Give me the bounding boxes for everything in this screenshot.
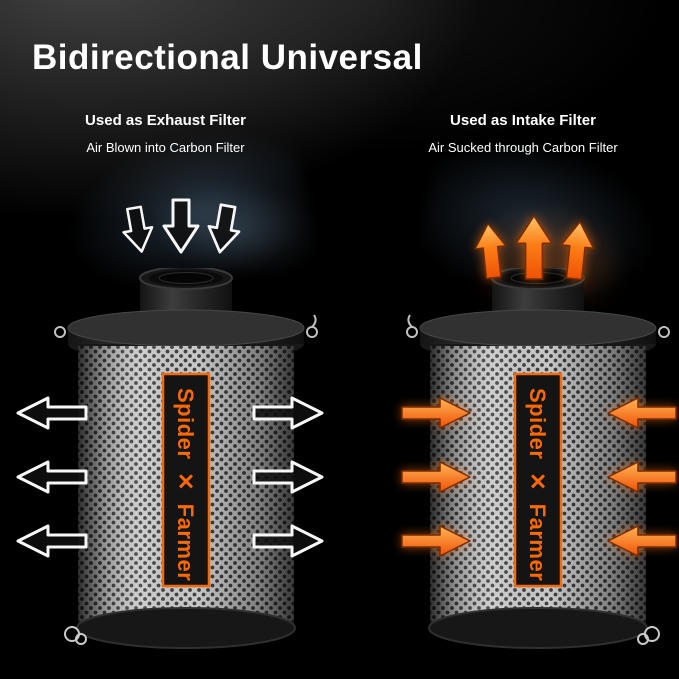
exhaust-out-arrows-left [16,396,88,558]
svg-text:Spider ✕ Farme: Spider ✕ Farmer [525,388,550,581]
intake-column-header: Used as Intake Filter Air Sucked through… [392,112,654,155]
brand-word-spider: Spider [173,388,198,459]
exhaust-heading: Used as Exhaust Filter [85,112,246,129]
bottom-cap [76,607,296,649]
spider-farmer-logo-icon: ✕ [525,472,550,491]
brand-word-farmer: Farmer [173,504,198,582]
inflow-arrow-icon [401,397,471,429]
intake-up-arrows [474,215,595,281]
brand-word-spider: Spider [525,388,550,459]
brand-label: Spider ✕ Farmer [513,372,563,588]
up-arrow-icon [474,223,507,280]
page-title: Bidirectional Universal [32,38,423,77]
intake-in-arrows-left [401,397,471,557]
brand-word-farmer: Farmer [525,504,550,582]
spider-farmer-logo-icon: ✕ [173,472,198,491]
bottom-cap [428,607,648,649]
inflow-arrow-icon [607,397,677,429]
exhaust-subheading: Air Blown into Carbon Filter [86,140,245,155]
outflow-arrow-icon [16,396,88,430]
exhaust-out-arrows-right [252,396,324,558]
brand-label: Spider ✕ Farmer [161,372,211,588]
inflow-arrow-icon [401,525,471,557]
intake-subheading: Air Sucked through Carbon Filter [428,140,618,155]
outflow-arrow-icon [252,460,324,494]
outflow-arrow-icon [16,524,88,558]
inflow-arrow-icon [607,525,677,557]
down-arrow-icon [162,198,200,254]
outflow-arrow-icon [16,460,88,494]
down-arrow-icon [207,203,241,254]
svg-text:Spider ✕ Farme: Spider ✕ Farmer [173,388,198,581]
down-arrow-icon [122,205,154,253]
up-arrow-icon [515,215,553,280]
intake-heading: Used as Intake Filter [450,112,596,129]
intake-in-arrows-right [607,397,677,557]
inflow-arrow-icon [401,461,471,493]
outflow-arrow-icon [252,396,324,430]
up-arrow-icon [560,221,595,281]
inflow-arrow-icon [607,461,677,493]
outflow-arrow-icon [252,524,324,558]
exhaust-down-arrows [122,198,241,254]
exhaust-column-header: Used as Exhaust Filter Air Blown into Ca… [38,112,293,155]
